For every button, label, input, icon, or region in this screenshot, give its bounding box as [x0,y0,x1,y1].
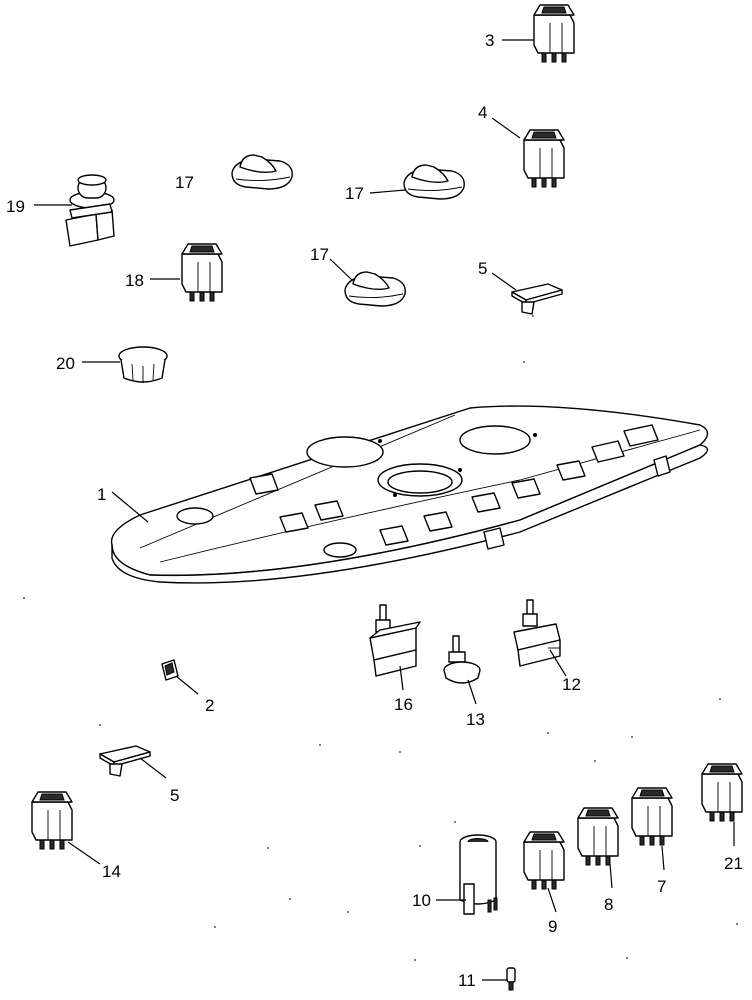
callout-5-b: 5 [170,786,179,805]
callout-14: 14 [102,862,121,881]
callout-17-b: 17 [345,184,364,203]
callout-12: 12 [562,675,581,694]
callout-5-a: 5 [478,259,487,278]
callout-3: 3 [485,31,494,50]
callout-19: 19 [6,197,25,216]
rocker-switch-18-icon [181,243,223,302]
knob-17-a-icon [231,154,293,190]
callout-10: 10 [412,891,431,910]
scan-specks [23,315,738,961]
blanking-plug-5-a-icon [511,283,563,315]
rocker-switch-14-icon [31,791,73,850]
ignition-switch-10-icon [459,834,498,915]
callout-20: 20 [56,354,75,373]
blanking-plug-5-b-icon [99,745,151,777]
rocker-switch-3-icon [533,4,575,63]
clip-2-icon [161,659,179,681]
callout-13: 13 [466,710,485,729]
potentiometer-13-icon [443,635,481,684]
knob-17-c-icon [344,271,406,307]
push-button-switch-19-icon [65,174,115,247]
callout-4: 4 [478,103,487,122]
round-plug-20-icon [118,346,168,383]
rocker-switch-7-icon [631,787,673,846]
rocker-switch-8-icon [577,807,619,866]
rotary-switch-16-icon [369,604,421,677]
rotary-switch-12-icon [513,599,561,667]
callout-11: 11 [458,971,476,990]
callout-8: 8 [604,895,613,914]
callout-7: 7 [657,877,666,896]
knob-17-b-icon [403,164,465,200]
instrument-panel [110,405,709,584]
callout-17-a: 17 [175,173,194,192]
rocker-switch-9-icon [523,831,565,890]
rocker-switch-21-icon [701,763,743,822]
rocker-switch-4-icon [523,129,565,188]
callout-9: 9 [548,917,557,936]
key-11-icon [506,967,516,991]
callout-1: 1 [97,485,106,504]
callout-2: 2 [205,696,214,715]
callout-16: 16 [394,695,413,714]
callout-18: 18 [125,271,144,290]
callout-17-c: 17 [310,245,329,264]
panel-apertures [249,424,659,546]
callout-21: 21 [724,854,743,873]
